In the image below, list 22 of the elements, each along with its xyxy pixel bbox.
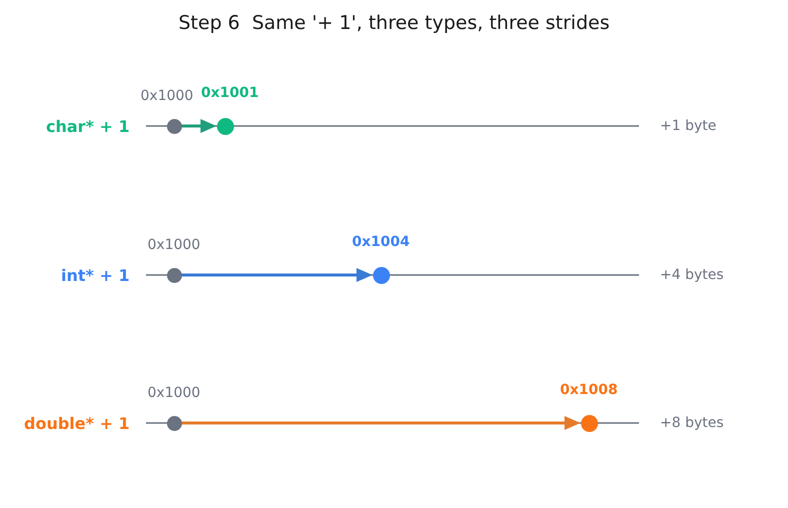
result-dot: [372, 266, 390, 284]
stride-label: +4 bytes: [660, 266, 724, 284]
address-label: 0x1008: [560, 382, 618, 398]
address-label: 0x1004: [352, 234, 410, 250]
start-dot: [166, 118, 182, 134]
address-label: 0x1000: [140, 88, 194, 104]
stride-label: +8 bytes: [660, 414, 724, 432]
start-dot: [166, 268, 182, 282]
pointer-arrow: [182, 268, 372, 282]
start-dot: [166, 416, 182, 430]
address-label: 0x1000: [148, 384, 200, 402]
expression-label: char* + 1: [46, 116, 130, 136]
address-label: 0x1000: [148, 236, 200, 254]
diagram-title: Step 6 Same '+ 1', three types, three strides: [178, 12, 610, 34]
result-dot: [580, 414, 598, 432]
pointer-arrow: [182, 119, 216, 133]
stride-label: +1 byte: [660, 118, 716, 134]
address-label: 0x1001: [201, 84, 259, 102]
expression-label: double* + 1: [24, 414, 130, 433]
result-dot: [216, 118, 234, 134]
pointer-arrow: [182, 416, 580, 430]
expression-label: int* + 1: [61, 266, 130, 285]
